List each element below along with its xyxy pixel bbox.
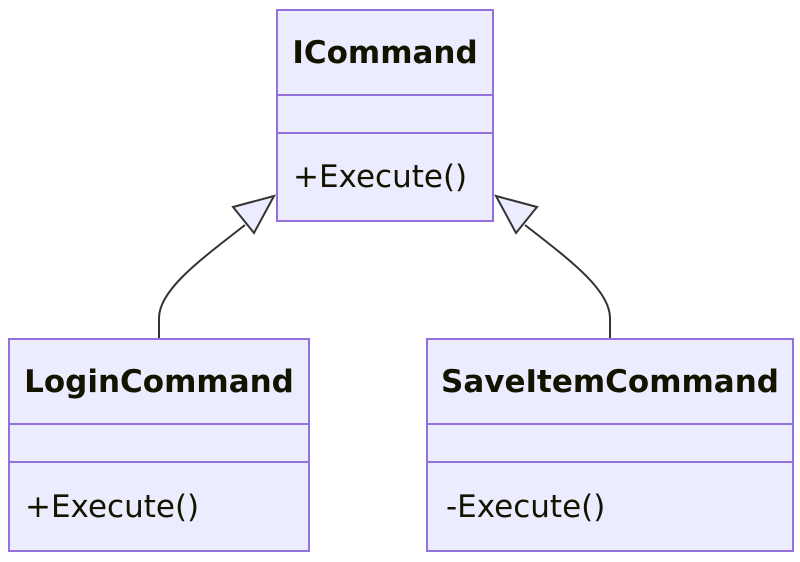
method-execute-logincommand: +Execute() (25, 488, 200, 525)
class-name-logincommand: LoginCommand (10, 340, 308, 425)
inheritance-arrowhead-save (494, 194, 539, 235)
class-box-logincommand[interactable]: LoginCommand +Execute() (8, 338, 310, 552)
class-methods-icommand: +Execute() (278, 134, 492, 220)
class-attributes-saveitemcommand (428, 425, 792, 463)
method-execute-saveitemcommand: -Execute() (446, 488, 606, 525)
class-methods-logincommand: +Execute() (10, 463, 308, 550)
inheritance-arrowhead-login (231, 194, 276, 235)
inheritance-edge-save-to-icommand (494, 194, 611, 338)
edge-line-login (158, 224, 246, 338)
inheritance-edge-login-to-icommand (158, 194, 276, 338)
class-attributes-icommand (278, 96, 492, 134)
class-attributes-logincommand (10, 425, 308, 463)
method-execute-icommand: +Execute() (293, 159, 468, 195)
class-name-icommand: ICommand (278, 11, 492, 96)
class-name-saveitemcommand: SaveItemCommand (428, 340, 792, 425)
edge-line-save (524, 224, 611, 338)
class-box-saveitemcommand[interactable]: SaveItemCommand -Execute() (426, 338, 794, 552)
class-box-icommand[interactable]: ICommand +Execute() (276, 9, 494, 222)
class-methods-saveitemcommand: -Execute() (428, 463, 792, 550)
